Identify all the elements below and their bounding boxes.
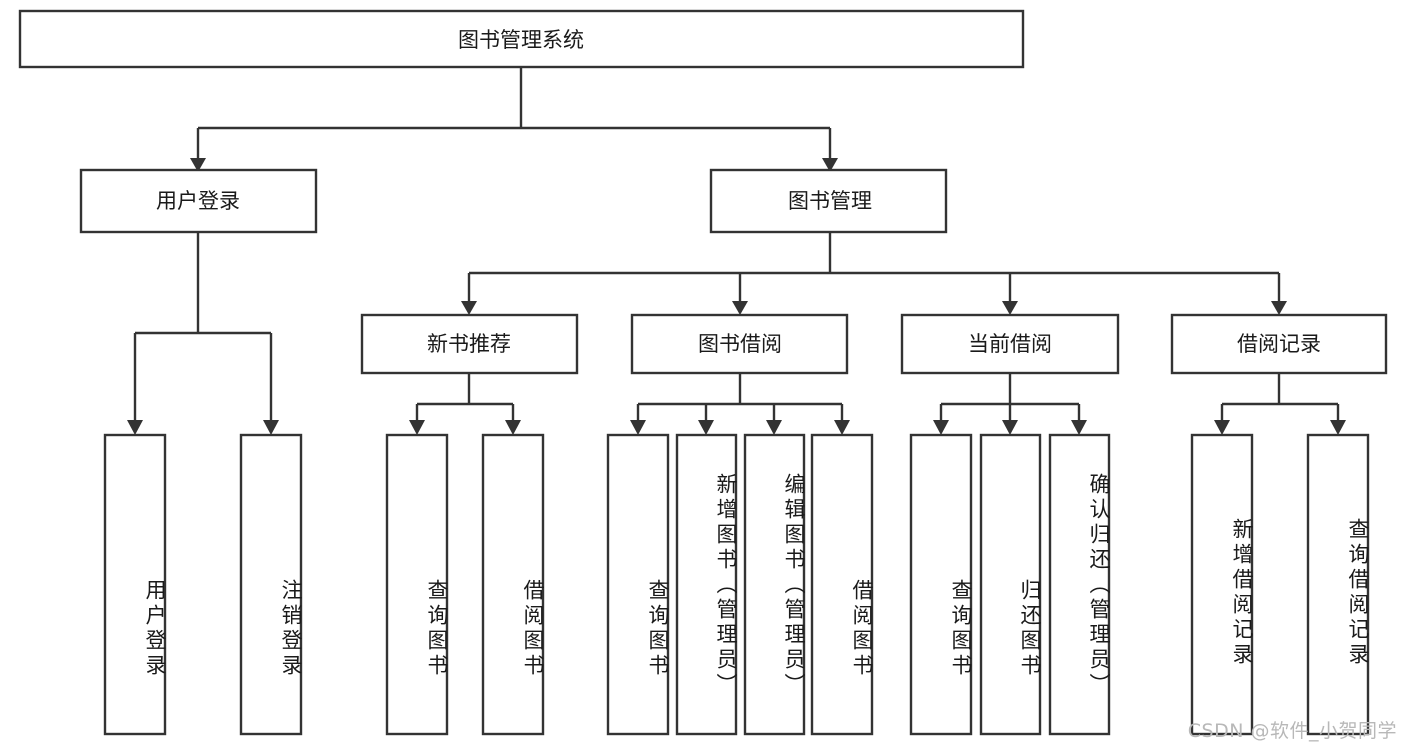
node-current-borrow-label: 当前借阅	[968, 332, 1052, 356]
node-leaf-edit-book-box[interactable]	[743, 433, 806, 736]
arrowhead-borrow-record	[1271, 301, 1287, 315]
arrowhead-user-login	[190, 158, 206, 172]
node-leaf-query-book-1-box[interactable]	[385, 433, 449, 736]
connector-group-current-borrow	[933, 373, 1087, 435]
node-leaf-borrow-book-2-box[interactable]	[810, 433, 874, 736]
connector-group-user-login	[127, 232, 279, 435]
arrowhead-leaf-borrow-book-1	[505, 420, 521, 435]
node-new-book-recommend[interactable]: 新书推荐	[360, 313, 579, 375]
arrowhead-leaf-query-book-2	[630, 420, 646, 435]
node-leaf-query-book-2-box[interactable]	[606, 433, 670, 736]
arrowhead-leaf-add-book	[698, 420, 714, 435]
node-current-borrow-box[interactable]	[900, 313, 1120, 375]
node-borrow-record[interactable]: 借阅记录	[1170, 313, 1388, 375]
arrowhead-book-manage	[822, 158, 838, 172]
arrowhead-book-borrow	[732, 301, 748, 315]
node-leaf-add-record-box[interactable]	[1190, 433, 1254, 736]
node-borrow-record-box[interactable]	[1170, 313, 1388, 375]
node-new-book-recommend-label: 新书推荐	[427, 332, 511, 356]
arrowhead-current-borrow	[1002, 301, 1018, 315]
node-leaf-confirm-return-box[interactable]	[1048, 433, 1111, 736]
node-root-label: 图书管理系统	[458, 28, 584, 52]
node-leaf-user-login-box[interactable]	[103, 433, 167, 736]
node-leaf-add-book-box[interactable]	[675, 433, 738, 736]
node-book-manage-label: 图书管理	[788, 189, 872, 213]
arrowhead-leaf-query-book-3	[933, 420, 949, 435]
node-book-manage[interactable]: 图书管理	[709, 168, 948, 234]
node-root-box[interactable]	[18, 9, 1025, 69]
node-new-book-recommend-box[interactable]	[360, 313, 579, 375]
arrowhead-leaf-confirm-return	[1071, 420, 1087, 435]
node-borrow-record-label: 借阅记录	[1237, 332, 1321, 356]
node-root[interactable]: 图书管理系统	[18, 9, 1025, 69]
arrowhead-leaf-edit-book	[766, 420, 782, 435]
node-user-login-box[interactable]	[79, 168, 318, 234]
connector-group-book-borrow	[630, 373, 850, 435]
node-book-manage-box[interactable]	[709, 168, 948, 234]
node-leaf-query-record-box[interactable]	[1306, 433, 1370, 736]
node-user-login[interactable]: 用户登录	[79, 168, 318, 234]
arrowhead-leaf-query-record	[1330, 420, 1346, 435]
arrowhead-leaf-logout-login	[263, 420, 279, 435]
node-book-borrow[interactable]: 图书借阅	[630, 313, 849, 375]
node-current-borrow[interactable]: 当前借阅	[900, 313, 1120, 375]
arrowhead-leaf-query-book-1	[409, 420, 425, 435]
connector-group-new-book-recommend	[409, 373, 521, 435]
connector-group-root	[190, 67, 838, 172]
arrowhead-leaf-return-book	[1002, 420, 1018, 435]
connector-group-borrow-record	[1214, 373, 1346, 435]
node-user-login-label: 用户登录	[156, 189, 240, 213]
arrowhead-leaf-user-login	[127, 420, 143, 435]
node-book-borrow-label: 图书借阅	[698, 332, 782, 356]
node-leaf-return-book-box[interactable]	[979, 433, 1042, 736]
node-leaf-logout-login-box[interactable]	[239, 433, 303, 736]
arrowhead-new-book-recommend	[461, 301, 477, 315]
csdn-watermark: CSDN @软件_小贺同学	[1187, 720, 1397, 742]
node-leaf-borrow-book-1-box[interactable]	[481, 433, 545, 736]
arrowhead-leaf-add-record	[1214, 420, 1230, 435]
node-leaf-query-book-3-box[interactable]	[909, 433, 973, 736]
arrowhead-leaf-borrow-book-2	[834, 420, 850, 435]
connector-group-book-manage	[461, 232, 1287, 315]
node-book-borrow-box[interactable]	[630, 313, 849, 375]
